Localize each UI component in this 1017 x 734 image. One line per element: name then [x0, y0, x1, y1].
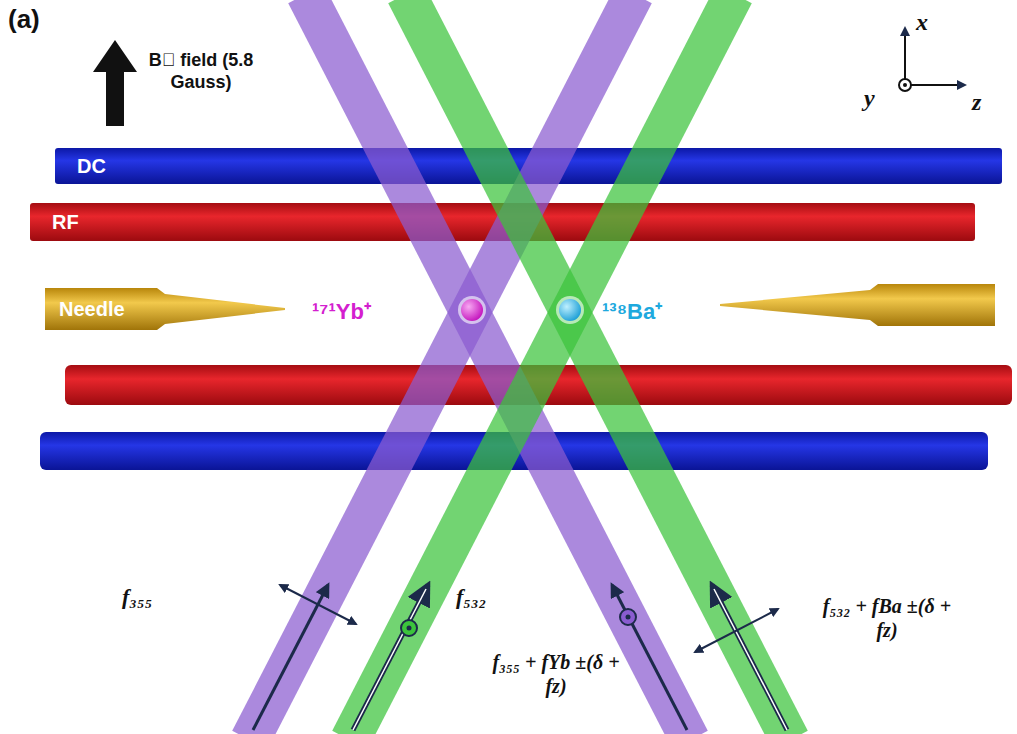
needle-shape — [45, 288, 285, 330]
ion-label: ¹³⁸Ba⁺ — [552, 295, 662, 325]
k-vector-arrow — [712, 585, 787, 730]
ion-sphere — [559, 299, 581, 321]
electrode-label: RF — [30, 211, 79, 234]
k-vector-arrow — [612, 585, 687, 730]
field-label: B⃗ field (5.8 Gauss) — [140, 50, 262, 93]
k-vector-arrow — [353, 589, 426, 730]
ion-glow — [556, 296, 584, 324]
ion: ¹³⁸Ba⁺ — [552, 288, 712, 332]
x-axis — [904, 28, 906, 85]
ion-glow — [458, 296, 486, 324]
axis-label: x⃗ — [916, 8, 947, 37]
frequency-label: f₅₃₂ + fBa ±(δ + fz) — [812, 594, 962, 642]
needle-electrode: Needle — [45, 288, 285, 330]
electrode-label: Needle — [45, 298, 125, 321]
beam-532 — [406, 0, 790, 734]
y-axis — [899, 79, 911, 91]
ion-sphere — [461, 299, 483, 321]
axis-label: y⃗ — [864, 84, 893, 113]
ion: ¹⁷¹Yb⁺ — [300, 288, 490, 332]
needle-electrode — [720, 284, 995, 326]
beam-532 — [350, 0, 734, 734]
frequency-label: f₃₅₅ — [122, 584, 152, 610]
frequency-label: f₃₅₅ + fYb ±(δ + fz) — [486, 650, 626, 698]
k-vector-arrow — [353, 585, 428, 730]
axis-label: z⃗ — [972, 88, 1000, 117]
ion-label: ¹⁷¹Yb⁺ — [300, 295, 371, 325]
panel-label: (a) — [8, 4, 40, 35]
z-axis — [905, 84, 965, 86]
k-vector-arrow — [253, 585, 328, 730]
polarization-arrow — [280, 585, 356, 624]
beam-355 — [306, 0, 690, 734]
electrode-label: DC — [55, 155, 106, 178]
polarization-out-of-plane — [407, 626, 412, 631]
polarization-out-of-plane — [620, 609, 636, 625]
frequency-label: f₅₃₂ — [456, 584, 486, 610]
b-field-arrow — [93, 40, 137, 126]
y-axis — [903, 83, 907, 87]
polarization-out-of-plane — [401, 620, 417, 636]
polarization-arrow — [695, 609, 778, 652]
polarization-out-of-plane — [626, 615, 631, 620]
